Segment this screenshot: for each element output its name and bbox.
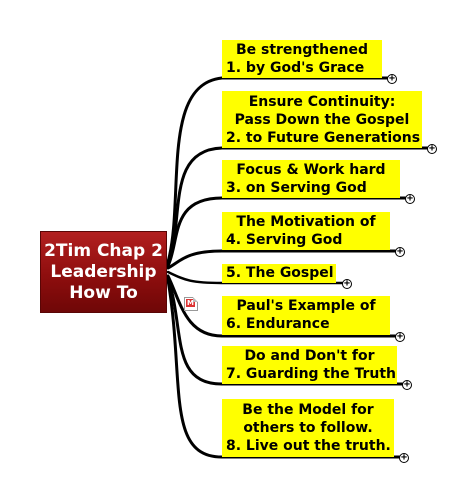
expand-topic-1-icon[interactable]: + [387,73,397,84]
topic-1-line-2: 1. by God's Grace [226,60,365,76]
expand-topic-4-icon[interactable]: + [395,246,405,257]
topic-4[interactable]: The Motivation of 4. Serving God [222,212,390,250]
expand-topic-8-icon[interactable]: + [399,452,409,463]
topic-6[interactable]: Paul's Example of 6. Endurance [222,296,390,335]
topic-1[interactable]: Be strengthened 1. by God's Grace [222,40,382,78]
topic-8-line-3: 8. Live out the truth. [226,438,391,454]
central-line-3: How To [69,282,138,303]
topic-6-line-2: 6. Endurance [226,316,330,332]
topic-5[interactable]: 5. The Gospel [222,264,336,283]
expand-topic-3-icon[interactable]: + [405,193,415,204]
connector-3 [166,196,410,268]
note-icon-mark: M [186,299,195,307]
connector-8 [166,278,404,459]
topic-7[interactable]: Do and Don't for 7. Guarding the Truth [222,346,397,384]
topic-6-line-1: Paul's Example of [236,298,376,314]
connector-7 [166,276,407,386]
topic-7-line-2: 7. Guarding the Truth [226,366,396,382]
connector-6 [166,274,400,338]
topic-2-line-2: Pass Down the Gospel [234,112,410,128]
topic-8[interactable]: Be the Model for others to follow. 8. Li… [222,399,394,457]
connector-5 [166,270,347,285]
topic-1-line-1: Be strengthened [235,42,369,58]
topic-2[interactable]: Ensure Continuity: Pass Down the Gospel … [222,91,422,148]
connector-1 [166,76,392,264]
topic-4-line-2: 4. Serving God [226,232,343,248]
connector-4 [166,249,400,270]
expand-topic-7-icon[interactable]: + [402,379,412,390]
expand-topic-5-icon[interactable]: + [342,278,352,289]
expand-topic-2-icon[interactable]: + [427,143,437,154]
topic-7-line-1: Do and Don't for [244,348,375,364]
topic-2-line-3: 2. to Future Generations [226,130,421,146]
central-topic[interactable]: 2Tim Chap 2 Leadership How To [40,231,167,313]
topic-3-line-1: Focus & Work hard [236,162,386,178]
topic-4-line-1: The Motivation of [236,214,376,230]
topic-5-line-1: 5. The Gospel [226,265,334,281]
expand-topic-6-icon[interactable]: + [395,331,405,342]
central-line-1: 2Tim Chap 2 [44,240,163,261]
topic-2-line-1: Ensure Continuity: [248,94,396,110]
topic-3[interactable]: Focus & Work hard 3. on Serving God [222,160,400,198]
central-line-2: Leadership [50,261,157,282]
topic-8-line-2: others to follow. [243,420,373,436]
note-icon[interactable]: M [184,297,198,311]
topic-3-line-2: 3. on Serving God [226,180,367,196]
topic-8-line-1: Be the Model for [242,402,374,418]
